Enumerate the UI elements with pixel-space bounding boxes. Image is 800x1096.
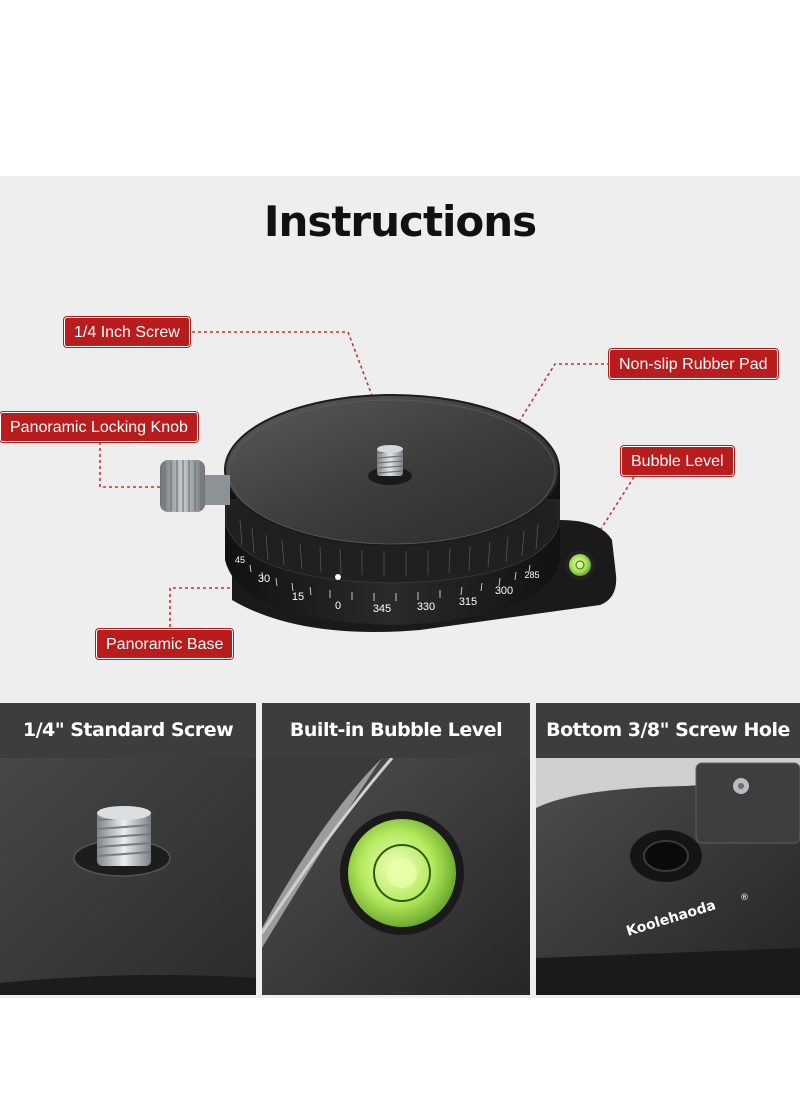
callout-locking-knob: Panoramic Locking Knob <box>0 412 198 442</box>
scale-label: 45 <box>235 555 245 565</box>
feature-panel-screw: 1/4" Standard Screw <box>0 703 256 995</box>
feature-header: 1/4" Standard Screw <box>0 703 256 758</box>
callout-bubble-level: Bubble Level <box>621 446 734 476</box>
zero-marker <box>335 574 341 580</box>
feature-header: Built-in Bubble Level <box>262 703 530 758</box>
bubble-level-closeup-photo <box>262 758 530 995</box>
screw-closeup-photo <box>0 758 256 995</box>
scale-label: 315 <box>459 596 477 608</box>
scale-label: 330 <box>417 601 435 613</box>
locking-knob-icon <box>160 460 230 512</box>
feature-panel-bottom-hole: Bottom 3/8" Screw Hole Koolehaoda ® <box>536 703 800 995</box>
scale-label: 345 <box>373 603 391 615</box>
callout-rubber-pad: Non-slip Rubber Pad <box>609 349 778 379</box>
page-title: Instructions <box>263 197 537 246</box>
scale-label: 15 <box>292 591 304 603</box>
scale-label: 0 <box>335 600 341 612</box>
feature-header: Bottom 3/8" Screw Hole <box>536 703 800 758</box>
top-screw-icon <box>368 445 412 485</box>
scale-label: 30 <box>258 573 270 585</box>
leader-bubble <box>579 476 635 563</box>
callout-panoramic-base: Panoramic Base <box>96 629 234 659</box>
bubble-level-icon <box>565 550 595 580</box>
callout-screw: 1/4 Inch Screw <box>64 317 190 347</box>
bottom-hole-closeup-photo: Koolehaoda ® <box>536 758 800 995</box>
leader-knob <box>99 442 178 488</box>
brand-registered-mark: ® <box>740 893 749 903</box>
scale-label: 300 <box>495 585 513 597</box>
leader-base <box>169 587 240 627</box>
scale-label: 285 <box>524 570 539 580</box>
leader-screw <box>192 331 389 439</box>
feature-panel-bubble-level: Built-in Bubble Level <box>262 703 530 995</box>
